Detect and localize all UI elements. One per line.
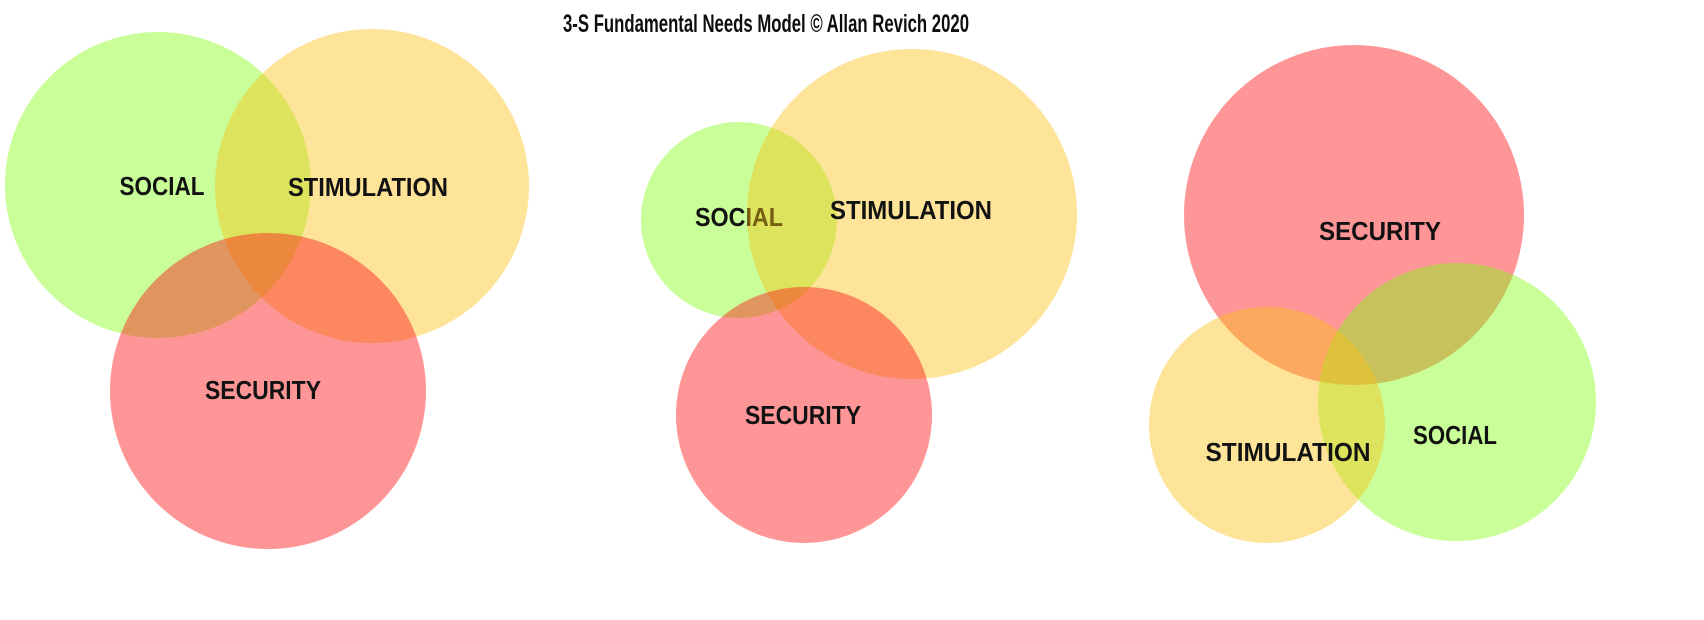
social-label: SOCIAL (695, 202, 783, 232)
social-circle (641, 122, 837, 318)
venn-panel-right: SECURITY STIMULATION SOCIAL (1149, 45, 1596, 543)
stimulation-circle (215, 29, 529, 343)
stimulation-circle (747, 49, 1077, 379)
social-label: SOCIAL (120, 171, 205, 201)
security-circle (110, 233, 426, 549)
social-circle (1318, 263, 1596, 541)
venn-panel-middle: SOCIAL STIMULATION SECURITY (641, 49, 1077, 543)
stimulation-label: STIMULATION (1206, 437, 1371, 467)
social-circle (5, 32, 311, 338)
security-circle (1184, 45, 1524, 385)
figure-title: 3-S Fundamental Needs Model © Allan Revi… (563, 10, 969, 38)
security-circle (676, 287, 932, 543)
venn-panel-left: SOCIAL STIMULATION SECURITY (5, 29, 529, 549)
social-label: SOCIAL (1413, 420, 1497, 450)
security-label: SECURITY (1319, 216, 1441, 246)
security-label: SECURITY (205, 375, 321, 405)
stimulation-label: STIMULATION (288, 172, 448, 202)
security-label: SECURITY (745, 400, 861, 430)
stimulation-circle (1149, 307, 1385, 543)
stimulation-label: STIMULATION (830, 195, 992, 225)
